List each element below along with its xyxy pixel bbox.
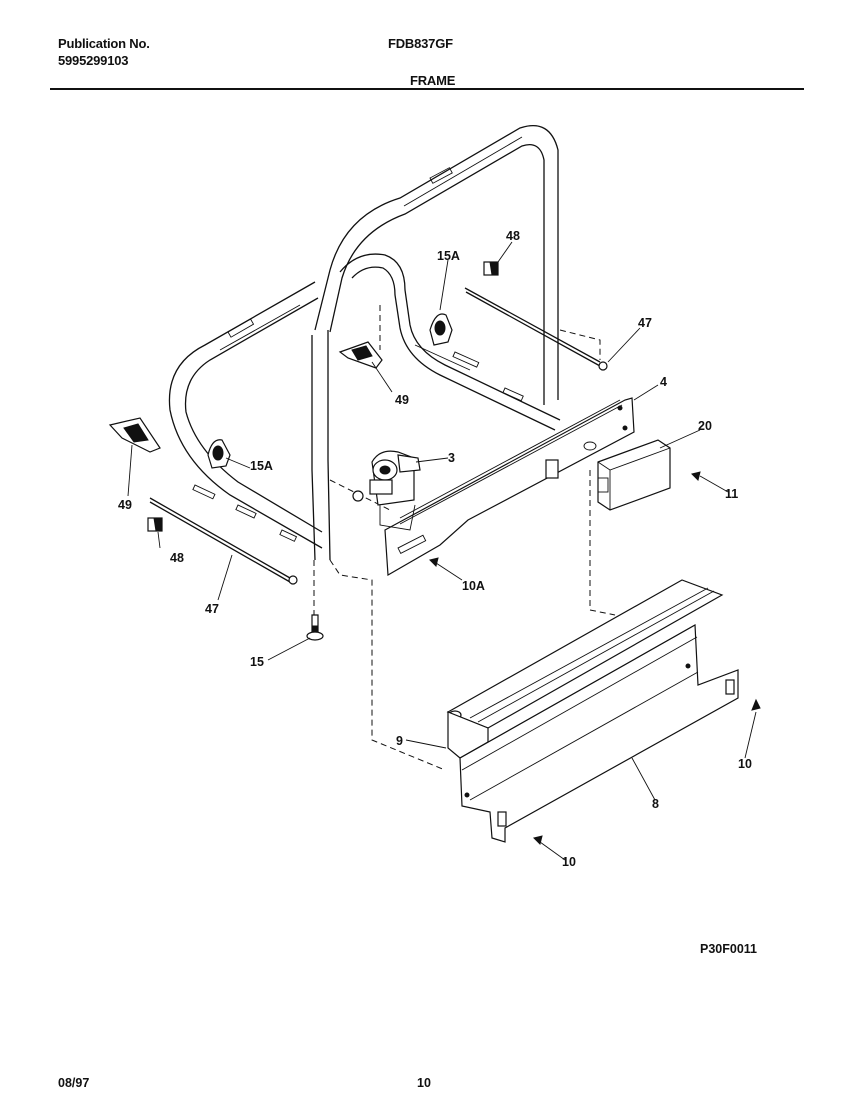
callout-10-bottom: 10 <box>562 855 576 869</box>
part-48-caps <box>147 261 499 532</box>
callout-20: 20 <box>698 419 712 433</box>
page-number: 10 <box>417 1076 431 1090</box>
model-number: FDB837GF <box>388 36 453 51</box>
publication-number: 5995299103 <box>58 53 129 68</box>
callout-10a: 10A <box>462 579 485 593</box>
callout-10-right: 10 <box>738 757 752 771</box>
callout-49-center: 49 <box>395 393 409 407</box>
part-47-rods <box>149 287 608 585</box>
part-15-leg <box>306 614 324 641</box>
leader-lines <box>127 241 757 861</box>
figure-code: P30F0011 <box>700 942 757 956</box>
callout-48-lower: 48 <box>170 551 184 565</box>
callout-11: 11 <box>725 487 738 501</box>
callout-4: 4 <box>660 375 667 389</box>
callout-15a-lower: 15A <box>250 459 273 473</box>
callout-49-left: 49 <box>118 498 132 512</box>
callout-47-right: 47 <box>638 316 652 330</box>
part-3-valve <box>352 450 421 531</box>
part-4-front-rail <box>384 397 635 577</box>
callout-3: 3 <box>448 451 455 465</box>
part-49-brackets <box>108 341 383 453</box>
part-8-toe-kick <box>459 623 739 843</box>
part-9-toe-bracket <box>446 579 724 759</box>
callout-15: 15 <box>250 655 264 669</box>
callout-47-left: 47 <box>205 602 219 616</box>
screws <box>429 471 761 845</box>
tub-frame <box>168 124 561 561</box>
part-15a-clips <box>207 313 453 469</box>
part-20-junction-box <box>597 439 671 511</box>
header-rule <box>50 88 804 90</box>
callout-9: 9 <box>396 734 403 748</box>
callout-8: 8 <box>652 797 659 811</box>
callout-labels: 15A 48 47 4 49 3 20 11 15A 49 48 47 15 1… <box>118 229 752 869</box>
publication-label: Publication No. <box>58 36 150 51</box>
callout-15a-upper: 15A <box>437 249 460 263</box>
callout-48-upper: 48 <box>506 229 520 243</box>
section-title: FRAME <box>410 73 456 88</box>
footer-date: 08/97 <box>58 1076 90 1090</box>
